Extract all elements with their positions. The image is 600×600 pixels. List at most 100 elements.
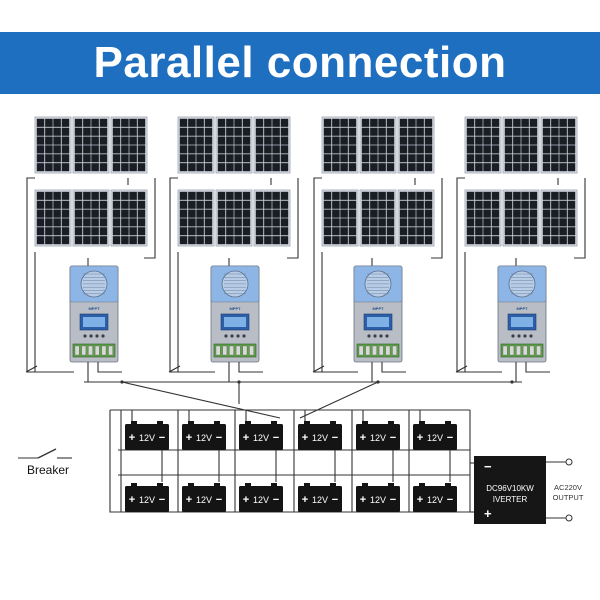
panel-cell bbox=[217, 127, 226, 136]
panel-cell bbox=[567, 236, 576, 245]
battery-12v: +12V− bbox=[413, 421, 457, 450]
panel-cell bbox=[112, 118, 121, 127]
panel-cell bbox=[187, 209, 196, 218]
battery-minus-icon: − bbox=[216, 494, 222, 506]
panel-cell bbox=[196, 127, 205, 136]
panel-cell bbox=[53, 163, 62, 172]
panel-cell bbox=[466, 218, 475, 227]
panel-cell bbox=[204, 200, 213, 209]
panel-cell bbox=[82, 145, 91, 154]
panel-cell bbox=[521, 209, 530, 218]
panel-cell bbox=[407, 227, 416, 236]
panel-cell bbox=[91, 236, 100, 245]
panel-cell bbox=[361, 209, 370, 218]
panel-cell bbox=[491, 209, 500, 218]
panel-cell bbox=[521, 191, 530, 200]
panel-cell bbox=[53, 218, 62, 227]
bus-junction bbox=[510, 380, 514, 384]
panel-cell bbox=[196, 154, 205, 163]
panel-cell bbox=[466, 200, 475, 209]
panel-cell bbox=[129, 118, 138, 127]
battery-minus-icon: − bbox=[273, 432, 279, 444]
panel-cell bbox=[74, 218, 83, 227]
panel-cell bbox=[61, 118, 70, 127]
panel-cell bbox=[416, 191, 425, 200]
panel-cell bbox=[204, 227, 213, 236]
panel-cell bbox=[263, 218, 272, 227]
solar-panel bbox=[540, 189, 578, 247]
terminal-screw bbox=[249, 345, 254, 356]
panel-cell bbox=[521, 236, 530, 245]
panel-cell bbox=[550, 209, 559, 218]
panel-cell bbox=[424, 191, 433, 200]
panel-cell bbox=[512, 191, 521, 200]
panel-cell bbox=[36, 191, 45, 200]
solar-panel bbox=[502, 116, 540, 174]
panel-cell bbox=[179, 227, 188, 236]
panel-cell bbox=[399, 236, 408, 245]
panel-cell bbox=[559, 145, 568, 154]
panel-cell bbox=[44, 236, 53, 245]
panel-cell bbox=[91, 227, 100, 236]
panel-cell bbox=[323, 127, 332, 136]
panel-cell bbox=[99, 136, 108, 145]
battery-plus-icon: + bbox=[360, 432, 366, 444]
panel-cell bbox=[272, 200, 281, 209]
ac-terminal-icon bbox=[565, 514, 573, 522]
panel-cell bbox=[137, 118, 146, 127]
panel-cell bbox=[120, 209, 129, 218]
array-wire bbox=[144, 178, 156, 259]
panel-cell bbox=[36, 154, 45, 163]
terminal-screw bbox=[74, 345, 80, 356]
panel-cell bbox=[550, 163, 559, 172]
panel-cell bbox=[424, 145, 433, 154]
panel-cell bbox=[483, 200, 492, 209]
panel-cell bbox=[187, 145, 196, 154]
panel-cell bbox=[91, 200, 100, 209]
panel-cell bbox=[129, 200, 138, 209]
panel-cell bbox=[361, 200, 370, 209]
panel-cell bbox=[137, 127, 146, 136]
panel-cell bbox=[99, 127, 108, 136]
panel-cell bbox=[91, 136, 100, 145]
panel-cell bbox=[263, 154, 272, 163]
panel-cell bbox=[137, 200, 146, 209]
panel-cell bbox=[99, 236, 108, 245]
panel-cell bbox=[378, 209, 387, 218]
panel-cell bbox=[340, 209, 349, 218]
controller-logo: MPPT bbox=[372, 306, 384, 311]
panel-cell bbox=[512, 127, 521, 136]
panel-cell bbox=[272, 191, 281, 200]
panel-cell bbox=[474, 154, 483, 163]
panel-cell bbox=[217, 145, 226, 154]
panel-cell bbox=[242, 118, 251, 127]
battery-terminal-neg bbox=[157, 483, 163, 486]
panel-cell bbox=[120, 145, 129, 154]
battery-minus-icon: − bbox=[216, 432, 222, 444]
panel-cell bbox=[567, 227, 576, 236]
panel-cell bbox=[567, 145, 576, 154]
panel-cell bbox=[424, 127, 433, 136]
battery-terminal-neg bbox=[157, 421, 163, 424]
panel-cell bbox=[369, 227, 378, 236]
panel-cell bbox=[416, 145, 425, 154]
lcd-display bbox=[511, 317, 533, 327]
panel-cell bbox=[361, 227, 370, 236]
controller-button bbox=[224, 334, 228, 338]
terminal-screw bbox=[392, 345, 397, 356]
inverter-type-label: IVERTER bbox=[493, 495, 528, 504]
panel-cell bbox=[61, 236, 70, 245]
panel-cell bbox=[474, 209, 483, 218]
panel-cell bbox=[61, 136, 70, 145]
panel-cell bbox=[407, 163, 416, 172]
panel-cell bbox=[280, 145, 289, 154]
panel-cell bbox=[323, 145, 332, 154]
panel-cell bbox=[386, 163, 395, 172]
controller-output-wire bbox=[381, 362, 406, 373]
panel-cell bbox=[331, 236, 340, 245]
panel-cell bbox=[340, 154, 349, 163]
battery-terminal-pos bbox=[245, 421, 251, 424]
panel-cell bbox=[529, 191, 538, 200]
panel-cell bbox=[255, 154, 264, 163]
panel-cell bbox=[61, 163, 70, 172]
